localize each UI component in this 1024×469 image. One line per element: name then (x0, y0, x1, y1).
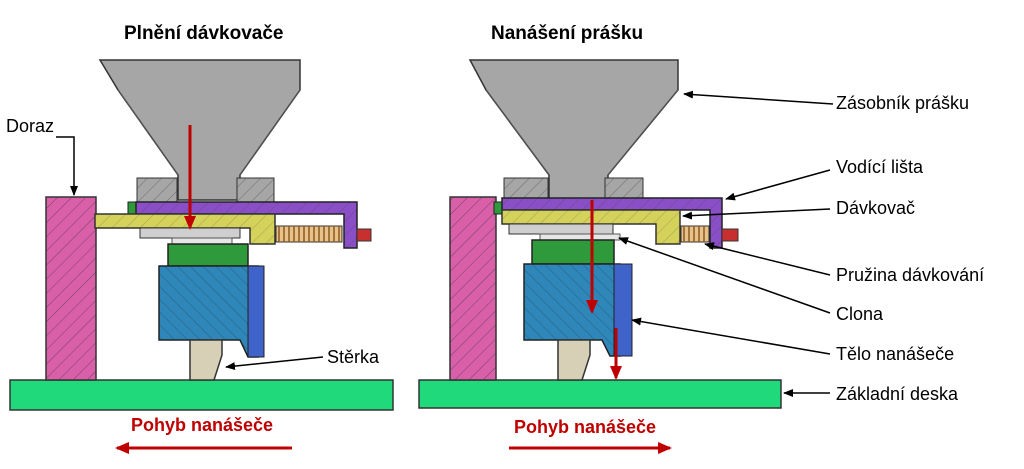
label-zakladni: Základní deska (836, 384, 959, 404)
leader-vodici (725, 169, 831, 201)
label-zasobnik: Zásobník prášku (836, 93, 970, 113)
right-shutter (508, 223, 614, 235)
left-sterka-pointer (225, 356, 324, 371)
label-telo: Tělo nanášeče (836, 344, 955, 364)
right-assembly (418, 59, 782, 454)
left-doraz-pointer (56, 136, 78, 196)
leader-davkovac (682, 208, 831, 220)
left-base-plate (9, 379, 394, 411)
label-doraz: Doraz (6, 116, 55, 136)
leader-telo (631, 317, 831, 355)
left-collar (167, 243, 249, 267)
label-davkovac: Dávkovač (836, 198, 916, 218)
motion-label-left: Pohyb nanášeče (131, 415, 274, 435)
right-red-stem (721, 228, 739, 242)
right-wiper (557, 339, 591, 381)
label-vodici: Vodící lišta (836, 157, 924, 177)
motion-label-right: Pohyb nanášeče (514, 417, 657, 437)
callout-leaders (618, 90, 834, 397)
left-red-stem (356, 228, 372, 242)
left-wiper (189, 339, 223, 381)
right-hopper (468, 59, 679, 201)
left-body-side (247, 265, 265, 358)
left-green-tab (127, 201, 137, 215)
left-shutter (139, 227, 241, 239)
label-sterka: Stěrka (327, 347, 380, 367)
left-spring (275, 225, 343, 243)
label-clona: Clona (836, 304, 884, 324)
right-green-tab (493, 201, 503, 215)
leader-zasobnik (683, 90, 834, 105)
right-base-plate (418, 379, 782, 409)
title-right: Nanášení prášku (491, 23, 644, 44)
title-left: Plnění dávkovače (124, 23, 284, 44)
label-pruzina: Pružina dávkování (836, 265, 985, 285)
right-body-side (613, 263, 633, 357)
right-spring (680, 225, 710, 243)
left-assembly (9, 59, 394, 454)
leader-clona (618, 237, 831, 314)
right-collar (531, 239, 615, 265)
leader-pruzina (704, 242, 831, 276)
